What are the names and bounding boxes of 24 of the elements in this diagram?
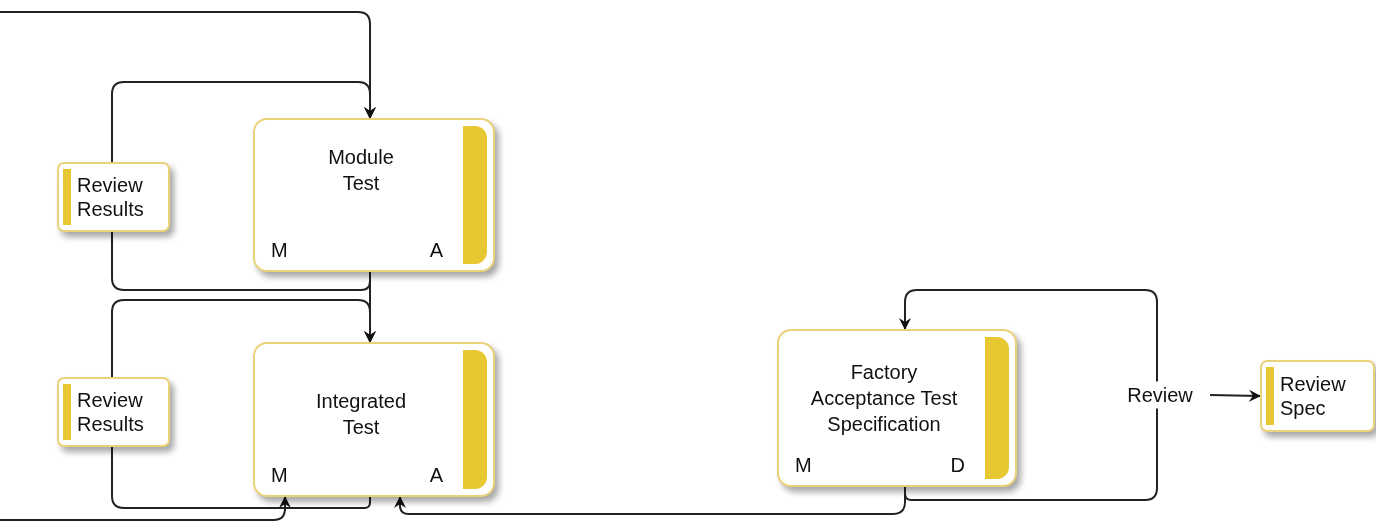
connector-arrow xyxy=(1209,389,1261,402)
process-box xyxy=(777,329,1017,487)
process-title: Integrated Test xyxy=(314,389,408,440)
connector-arrow xyxy=(899,289,1158,501)
process-box xyxy=(253,342,495,497)
process-title: Factory Acceptance Test Specification xyxy=(809,360,959,437)
edge-label: Review xyxy=(1125,381,1195,409)
process-box xyxy=(253,118,495,272)
connector-arrow xyxy=(111,299,376,378)
review-box xyxy=(57,377,170,447)
process-title: Module Test xyxy=(327,145,395,196)
connector-arrow xyxy=(0,496,291,521)
role-code: M xyxy=(271,464,288,487)
review-title: Review Results xyxy=(77,388,145,436)
role-code: M xyxy=(271,239,288,262)
review-box xyxy=(57,162,170,232)
connector-arrow xyxy=(111,81,376,163)
review-title: Review Spec xyxy=(1280,372,1347,420)
role-code: A xyxy=(429,464,443,487)
review-box xyxy=(1260,360,1375,432)
review-title: Review Results xyxy=(77,173,145,221)
role-code: D xyxy=(950,454,965,477)
role-code: M xyxy=(795,454,812,477)
role-code: A xyxy=(429,239,443,262)
